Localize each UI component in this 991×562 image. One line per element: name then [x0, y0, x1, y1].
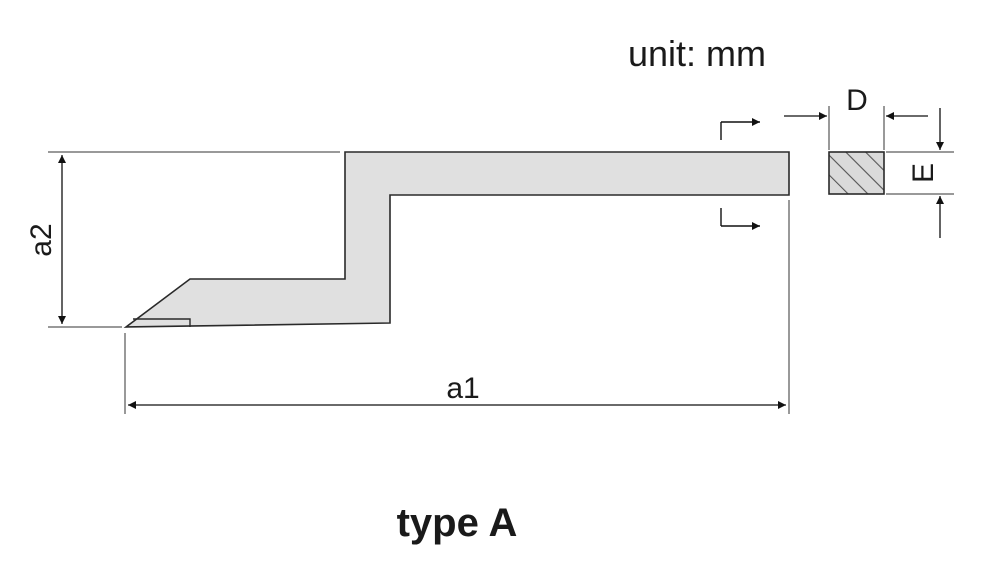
section-marker-top — [720, 118, 760, 140]
thickness-label: E — [907, 163, 940, 183]
thickness-dimension: E — [886, 108, 954, 238]
type-label: type A — [397, 501, 518, 545]
width-label: D — [846, 84, 868, 117]
width-dimension: D — [784, 84, 928, 150]
tool-body — [123, 151, 790, 328]
height-label: a2 — [25, 223, 58, 256]
cross-section — [828, 151, 885, 195]
cutting-tip — [133, 318, 191, 327]
section-marker-bottom — [720, 208, 760, 230]
height-dimension: a2 — [25, 151, 340, 328]
length-dimension: a1 — [124, 200, 790, 414]
length-label: a1 — [446, 372, 479, 405]
unit-label: unit: mm — [628, 33, 766, 74]
